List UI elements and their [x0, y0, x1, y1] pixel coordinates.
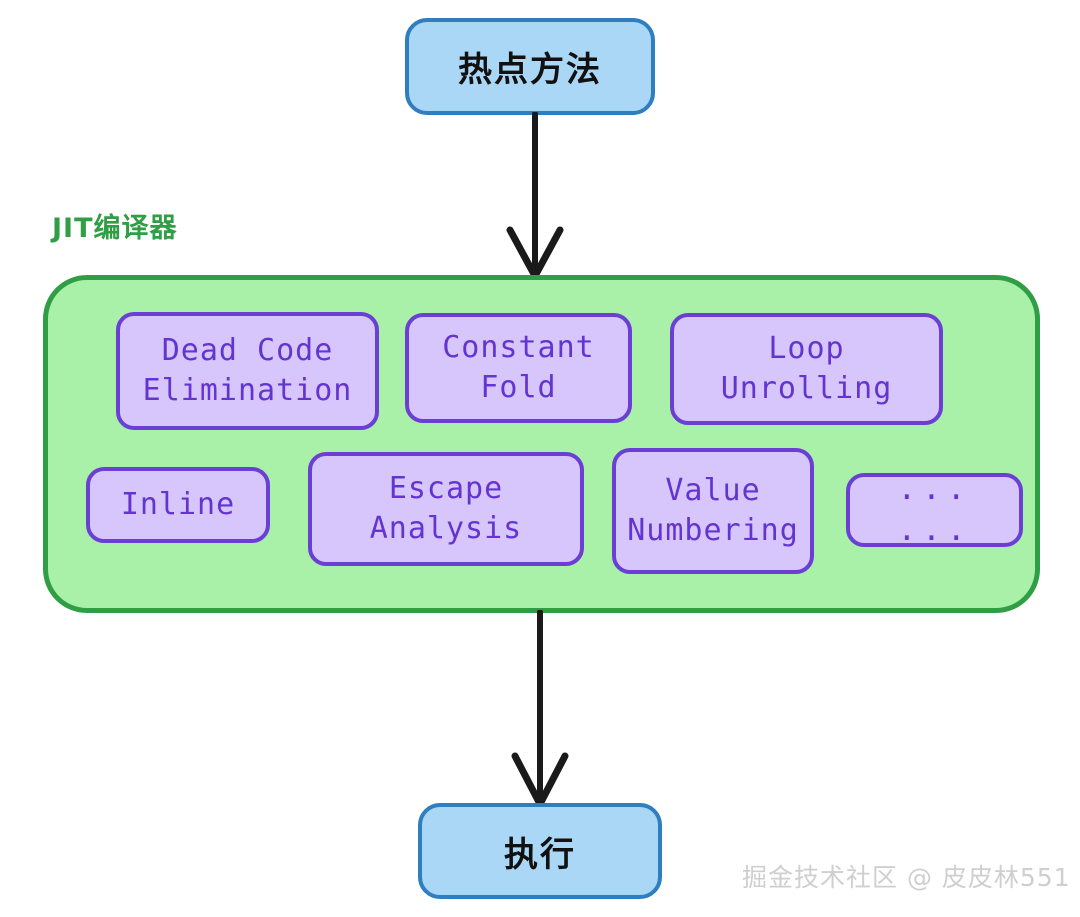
- chip-escape-analysis: Escape Analysis: [308, 452, 584, 566]
- arrow-jit-to-execute: [511, 610, 569, 808]
- node-execute: 执行: [418, 803, 662, 899]
- chip-constant-fold-label: Constant Fold: [442, 330, 595, 405]
- arrow-hot-method-to-jit: [506, 112, 564, 280]
- chip-escape-analysis-label: Escape Analysis: [369, 471, 523, 546]
- chip-dead-code-elimination: Dead Code Elimination: [116, 312, 379, 430]
- chip-ellipsis-label: ... ...: [897, 471, 972, 548]
- chip-inline-label: Inline: [120, 487, 236, 523]
- jit-compiler-label: JIT编译器: [52, 213, 178, 244]
- chip-loop-unrolling-label: Loop Unrolling: [720, 331, 893, 406]
- chip-value-numbering: Value Numbering: [612, 448, 814, 574]
- node-execute-label: 执行: [504, 834, 576, 875]
- chip-constant-fold: Constant Fold: [405, 313, 632, 423]
- chip-value-numbering-label: Value Numbering: [627, 473, 799, 548]
- watermark: 掘金技术社区 @ 皮皮林551: [742, 863, 1071, 892]
- node-hot-method: 热点方法: [405, 18, 655, 115]
- chip-ellipsis: ... ...: [846, 471, 1023, 548]
- chip-dead-code-elimination-label: Dead Code Elimination: [142, 333, 353, 408]
- chip-inline: Inline: [86, 467, 270, 543]
- node-hot-method-label: 热点方法: [458, 50, 602, 90]
- chip-loop-unrolling: Loop Unrolling: [670, 313, 943, 425]
